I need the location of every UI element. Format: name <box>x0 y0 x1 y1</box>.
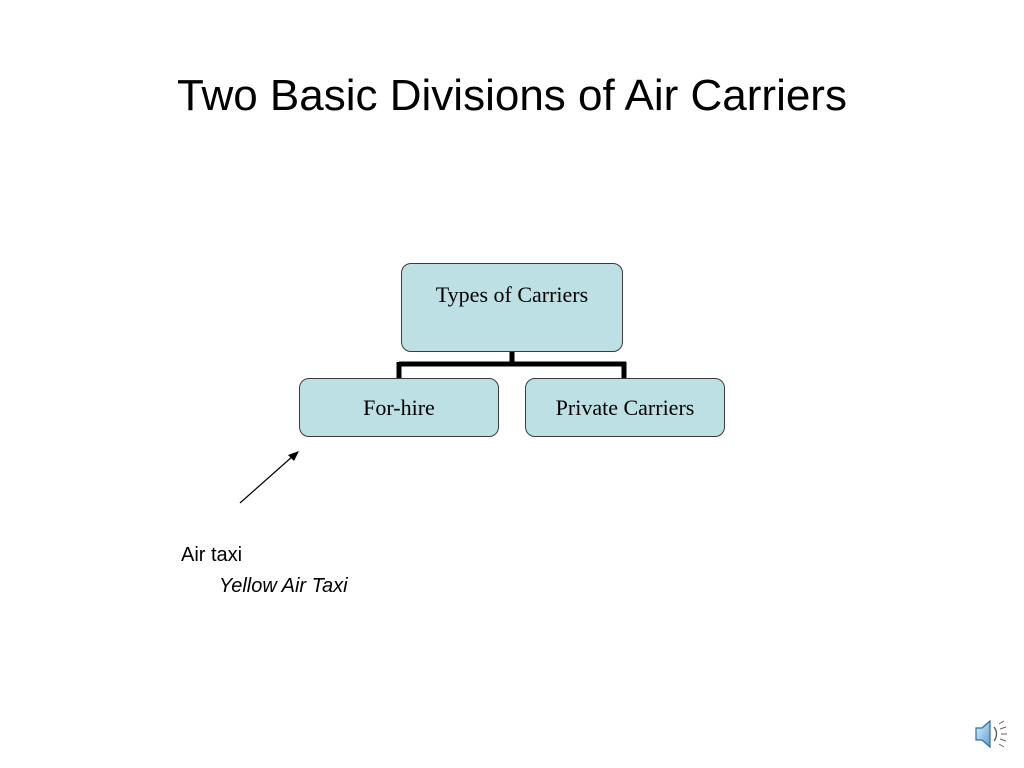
node-for-hire: For-hire <box>299 378 499 437</box>
node-types-of-carriers: Types of Carriers <box>401 263 623 352</box>
annotation-example: Yellow Air Taxi <box>219 575 348 597</box>
annotation-heading: Air taxi <box>181 544 243 566</box>
arrow-icon <box>239 451 299 504</box>
speaker-icon[interactable] <box>970 714 1010 754</box>
node-private-carriers: Private Carriers <box>525 378 725 437</box>
slide-title: Two Basic Divisions of Air Carriers <box>177 71 847 120</box>
